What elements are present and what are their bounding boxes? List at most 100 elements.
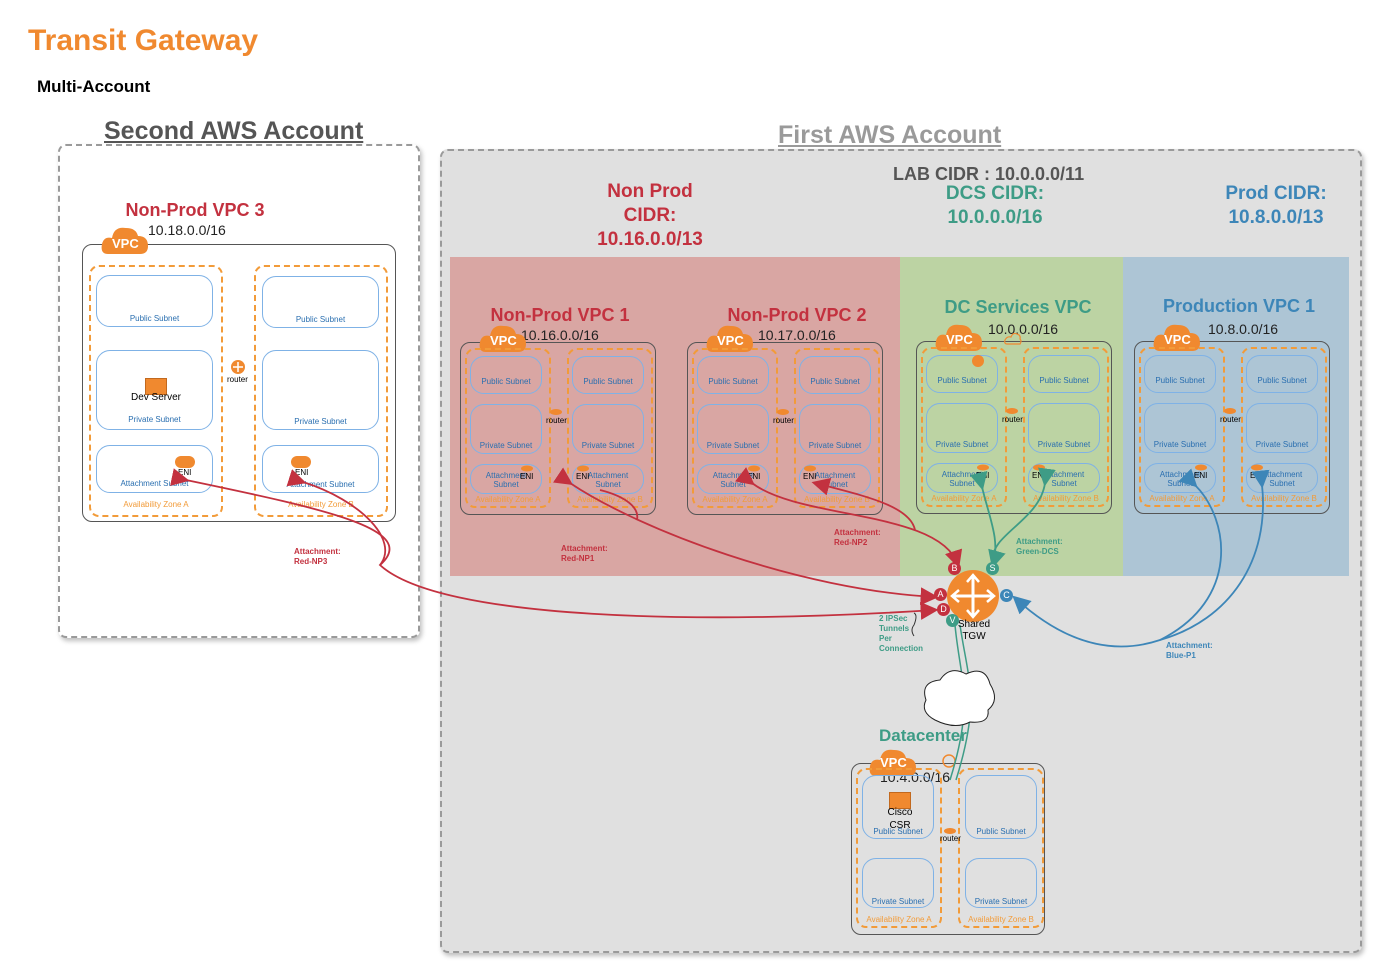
datacenter-badge-label: VPC [880,755,907,770]
private-subnet-b-dcs: Private Subnet [1028,403,1100,453]
eni-icon-a-dcs [977,464,989,471]
vpc3-public-subnet-b: Public Subnet [262,276,379,328]
vpc-cloud-icon-np1 [479,325,526,352]
router-icon-np2 [777,409,789,415]
page-subtitle: Multi-Account [37,77,151,96]
np-vpc2-name: Non-Prod VPC 2 [727,305,867,325]
vpc-cloud-icon-np2 [706,325,753,352]
attachment-blue-p1-label: Attachment: Blue-P1 [1166,641,1213,660]
router-label-p1: router [1220,415,1241,424]
public-subnet-b-np2: Public Subnet [799,356,871,394]
link-red-np2 [735,467,963,569]
link-red-np3 [170,468,939,620]
link-green-dcs [969,470,1006,569]
datacenter-box [851,763,1045,935]
private-subnet-a-np2: Private Subnet [697,404,769,454]
public-subnet-a-p1: Public Subnet [1144,355,1216,393]
link-red-np2-b [811,478,916,531]
az-a-dcs: Availability Zone A [921,347,1007,507]
nonprod-cidr: Non Prod CIDR: 10.16.0.0/13 [597,181,703,250]
eni-a-p1: ENI [1194,471,1208,480]
link-blue-p1 [1012,468,1222,648]
page-title: Transit Gateway [28,24,259,57]
prod-cidr: Prod CIDR: 10.8.0.0/13 [1225,183,1327,228]
vpc3-az-a-label: Availability Zone A [123,500,189,509]
second-account-title: Second AWS Account [104,117,364,145]
vpc-cloud-icon-dcs [935,324,982,351]
tgw-port-a: A [934,588,947,601]
vpc3-public-subnet-a: Public Subnet [96,275,213,327]
dc-az-a: Availability Zone A [856,768,942,928]
vpc3-az-a: Availability Zone A [89,265,223,517]
public-subnet-a-dcs: Public Subnet [926,355,998,393]
tgw-port-d: D [937,603,950,616]
public-subnet-a-np2: Public Subnet [697,356,769,394]
vpc3-eni-b-icon [291,456,311,468]
dcs-vpc-name: DC Services VPC [944,297,1092,317]
vpc3-cidr: 10.18.0.0/16 [148,222,226,238]
private-subnet-b-np2: Private Subnet [799,404,871,454]
first-account-title: First AWS Account [778,121,1002,149]
tgw-label: Shared TGW [957,619,991,642]
dcs-cidr: DCS CIDR: 10.0.0.0/16 [945,183,1045,228]
ipsec-brace [911,612,917,637]
link-red-np1 [553,467,939,606]
public-subnet-b-np1: Public Subnet [572,356,644,394]
dc-router-label: router [940,834,961,843]
router-label-np2: router [773,416,794,425]
np-vpc1-name: Non-Prod VPC 1 [490,305,630,325]
router-label-dcs: router [1002,415,1023,424]
dc-az-b: Availability Zone B [958,768,1044,928]
vpc3-private-subnet-b: Private Subnet [262,350,379,430]
dcs-internet-gateway-icon [1004,332,1022,345]
dc-public-subnet-a: Public Subnet [862,775,934,839]
router-icon-p1 [1224,408,1236,414]
vpc3-router-icon [231,360,245,374]
np-vpc2-cidr: 10.17.0.0/16 [758,327,836,343]
private-subnet-b-p1: Private Subnet [1246,403,1318,453]
vpc3-private-subnet-a: Private Subnet [96,350,213,430]
link-blue-p1-b [1159,469,1270,641]
vpc3-name: Non-Prod VPC 3 [125,200,265,220]
dc-public-subnet-b: Public Subnet [965,775,1037,839]
eni-icon-b-p1 [1251,464,1263,471]
dcs-nat-gateway-icon [972,355,984,367]
prod-vpc1-cidr: 10.8.0.0/16 [1208,321,1279,337]
dc-router-icon [944,828,956,834]
attachment-subnet-b-p1: Attachment Subnet [1246,463,1318,493]
vpc3-badge-label: VPC [112,236,139,251]
public-subnet-a-np1: Public Subnet [470,356,542,394]
private-subnet-b-np1: Private Subnet [572,404,644,454]
dev-server-label: Dev Server [130,392,181,403]
public-subnet-b-p1: Public Subnet [1246,355,1318,393]
dc-private-subnet-a: Private Subnet [862,858,934,908]
router-label-np1: router [546,416,567,425]
dcs-vpc-cidr: 10.0.0.0/16 [988,321,1059,337]
router-icon-np1 [550,409,562,415]
private-subnet-a-np1: Private Subnet [470,404,542,454]
az-b-p1: Availability Zone B [1241,347,1327,507]
vpc3-router-label: router [227,375,248,384]
vpc3-eni-a-icon [175,456,195,468]
prod-vpc1-name: Production VPC 1 [1162,296,1315,316]
np-vpc1-cidr: 10.16.0.0/16 [521,327,599,343]
tgw-port-b: B [948,562,961,575]
tgw-port-c: C [1000,589,1013,602]
private-subnet-a-p1: Private Subnet [1144,403,1216,453]
vpc3-cloud-icon [101,227,148,254]
router-icon-dcs [1006,408,1018,414]
cisco-csr-icon [889,792,911,809]
cisco-csr-label: Cisco CSR [887,807,913,831]
dc-private-subnet-b: Private Subnet [965,858,1037,908]
vpc-badge-label-np2: VPC [717,333,744,348]
lab-cidr: LAB CIDR : 10.0.0.0/11 [893,164,1085,184]
tgw-port-v: V [946,614,959,627]
vpc-cloud-icon-p1 [1153,324,1200,351]
datacenter-name: Datacenter [879,726,967,745]
private-subnet-a-dcs: Private Subnet [926,403,998,453]
vpc-badge-label-p1: VPC [1164,332,1191,347]
link-red-np1-b [599,489,638,521]
public-subnet-b-dcs: Public Subnet [1028,355,1100,393]
tgw-port-s: S [986,562,999,575]
